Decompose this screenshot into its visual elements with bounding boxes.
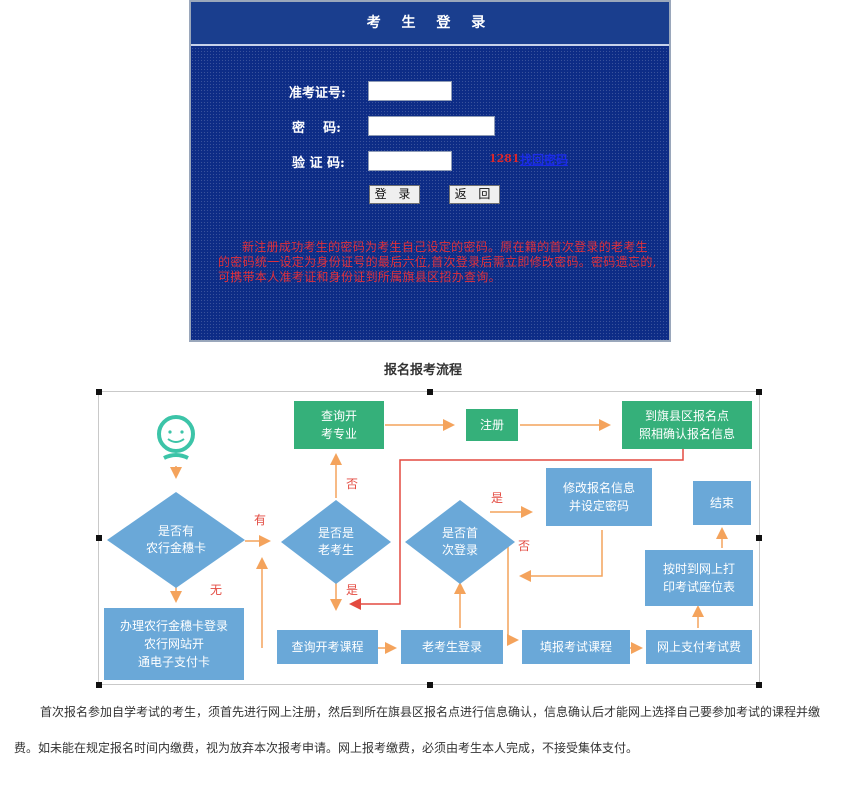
box-fill-course: 填报考试课程 <box>522 630 630 664</box>
captcha-code-image: 1281 <box>489 152 520 165</box>
flow-title: 报名报考流程 <box>383 363 462 378</box>
box-apply-card: 办理农行金穗卡登录 农行网站开 通电子支付卡 <box>104 608 244 680</box>
exam-id-label: 准考证号: <box>289 86 346 101</box>
edge-label-no: 无 <box>210 583 223 597</box>
captcha-input[interactable] <box>368 151 452 171</box>
edge-label-no: 否 <box>346 477 359 491</box>
box-print-seat: 按时到网上打 印考试座位表 <box>645 550 753 606</box>
box-old-login: 老考生登录 <box>401 630 503 664</box>
resize-handle[interactable] <box>756 682 762 688</box>
edge-label-no: 否 <box>518 539 531 553</box>
password-input[interactable] <box>368 116 495 136</box>
diamond-first-login-label: 是否首 次登录 <box>441 526 478 557</box>
box-register: 注册 <box>466 409 518 441</box>
resize-handle[interactable] <box>756 535 762 541</box>
captcha-label: 验 证 码: <box>292 156 345 171</box>
exam-id-input[interactable] <box>368 81 452 101</box>
box-query-major: 查询开 考专业 <box>294 401 384 449</box>
edge-label-yes: 是 <box>346 583 359 597</box>
resize-handle[interactable] <box>756 389 762 395</box>
back-button[interactable]: 返 回 <box>449 185 500 204</box>
box-confirm-info: 到旗县区报名点 照相确认报名信息 <box>622 401 752 449</box>
diamond-has-card: 是否有 农行金穗卡 <box>107 492 245 588</box>
box-pay-fee: 网上支付考试费 <box>646 630 752 664</box>
resize-handle[interactable] <box>96 389 102 395</box>
box-modify-info: 修改报名信息 并设定密码 <box>546 468 652 526</box>
resize-handle[interactable] <box>96 682 102 688</box>
box-end: 结束 <box>693 481 751 525</box>
resize-handle[interactable] <box>427 389 433 395</box>
login-notice: 新注册成功考生的密码为考生自己设定的密码。原在籍的首次登录的老考生的密码统一设定… <box>218 240 657 284</box>
edge-label-yes: 有 <box>254 513 267 527</box>
forgot-password-link[interactable]: 找回密码 <box>520 153 569 167</box>
edge-label-yes: 是 <box>491 491 504 505</box>
diamond-has-card-label: 是否有 农行金穗卡 <box>145 524 206 555</box>
resize-handle[interactable] <box>96 535 102 541</box>
box-query-course: 查询开考课程 <box>277 630 378 664</box>
login-title: 考 生 登 录 <box>191 2 669 46</box>
password-label: 密 码: <box>292 121 341 136</box>
diamond-first-login: 是否首 次登录 <box>405 500 515 584</box>
resize-handle[interactable] <box>427 682 433 688</box>
diamond-is-old: 是否是 老考生 <box>281 500 391 584</box>
diamond-is-old-label: 是否是 老考生 <box>317 526 354 557</box>
description-paragraph: 首次报名参加自学考试的考生，须首先进行网上注册，然后到所在旗县区报名点进行信息确… <box>14 705 821 755</box>
login-button[interactable]: 登 录 <box>369 185 420 204</box>
login-panel: 考 生 登 录 <box>189 0 671 342</box>
user-icon <box>157 415 195 460</box>
